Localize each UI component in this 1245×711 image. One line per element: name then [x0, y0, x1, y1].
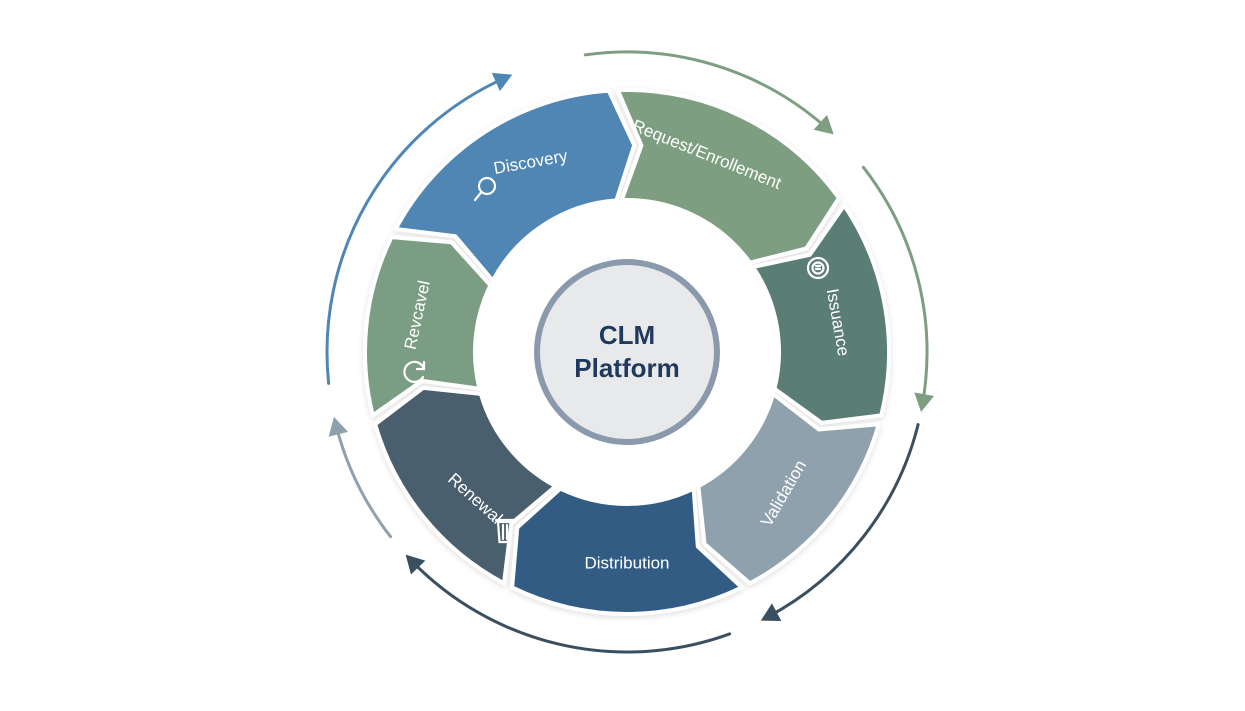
center-title-line1: CLM: [599, 320, 655, 350]
cycle-arrow-3: [861, 165, 929, 406]
cycle-arrow-1: [325, 76, 507, 385]
magnifier-icon: [473, 176, 497, 202]
segment-label: Distribution: [584, 553, 669, 572]
outer-cycle-arrows: [325, 50, 935, 654]
arrowhead-icon: [491, 72, 513, 92]
cycle-arrow-2: [583, 50, 830, 131]
arrowhead-icon: [914, 392, 935, 412]
trash-icon: [494, 518, 516, 544]
arrowhead-icon: [760, 603, 782, 622]
seal-icon: [806, 256, 830, 280]
cycle-arrow-4: [766, 423, 920, 619]
segment-4: [696, 391, 881, 586]
segment-6: [373, 385, 558, 586]
cycle-arrow-5: [409, 558, 732, 654]
cycle-arrow-6: [334, 423, 393, 539]
center-title-line2: Platform: [574, 353, 679, 383]
arrowhead-icon: [405, 554, 426, 575]
lifecycle-ring: [363, 88, 891, 616]
segment-icons: [403, 176, 830, 544]
center-circle: [534, 259, 720, 445]
refresh-icon: [403, 360, 426, 383]
arrowhead-icon: [813, 114, 834, 135]
arrowhead-icon: [328, 416, 349, 437]
